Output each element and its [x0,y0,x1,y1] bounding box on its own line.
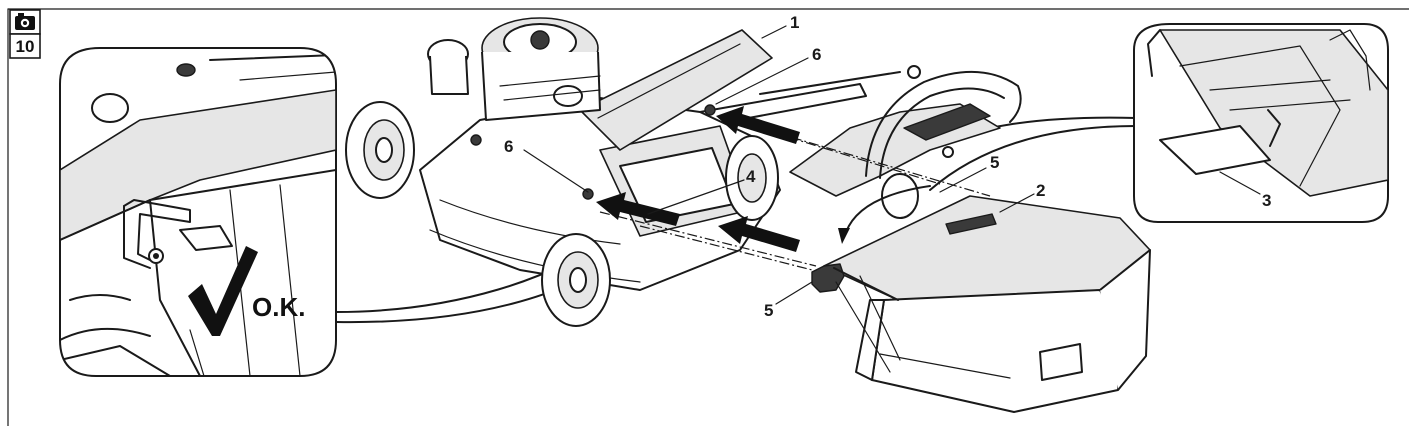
callout-4: 4 [746,167,756,186]
ok-label: O.K. [252,292,305,322]
callout-6-lower: 6 [504,137,513,156]
direction-arrows [596,106,931,252]
arrow-bag-curve [845,185,931,233]
camera-icon [15,13,35,30]
figure-badge: 10 [9,9,41,59]
callout-3: 3 [1262,191,1271,210]
grass-bag-illustration [811,195,1151,413]
detail-ok-view: O.K. [59,47,337,377]
callout-labels: 1 2 3 4 5 5 6 6 [504,13,1271,320]
checkmark-icon [188,246,258,336]
callout-5-lower: 5 [764,301,773,320]
callout-5-upper: 5 [990,153,999,172]
callout-1: 1 [790,13,799,32]
callout-6-upper: 6 [812,45,821,64]
frame [7,8,1409,426]
callout-leaders [523,25,1261,305]
detail-bag-flap-view [1133,23,1389,223]
arrow-to-stud-upper [716,106,800,144]
callout-2: 2 [1036,181,1045,200]
figure-number: 10 [16,37,35,56]
arrow-to-stud-lower [596,192,680,226]
arrow-to-bag-lower [718,216,800,252]
handle-illustration [789,65,1022,219]
